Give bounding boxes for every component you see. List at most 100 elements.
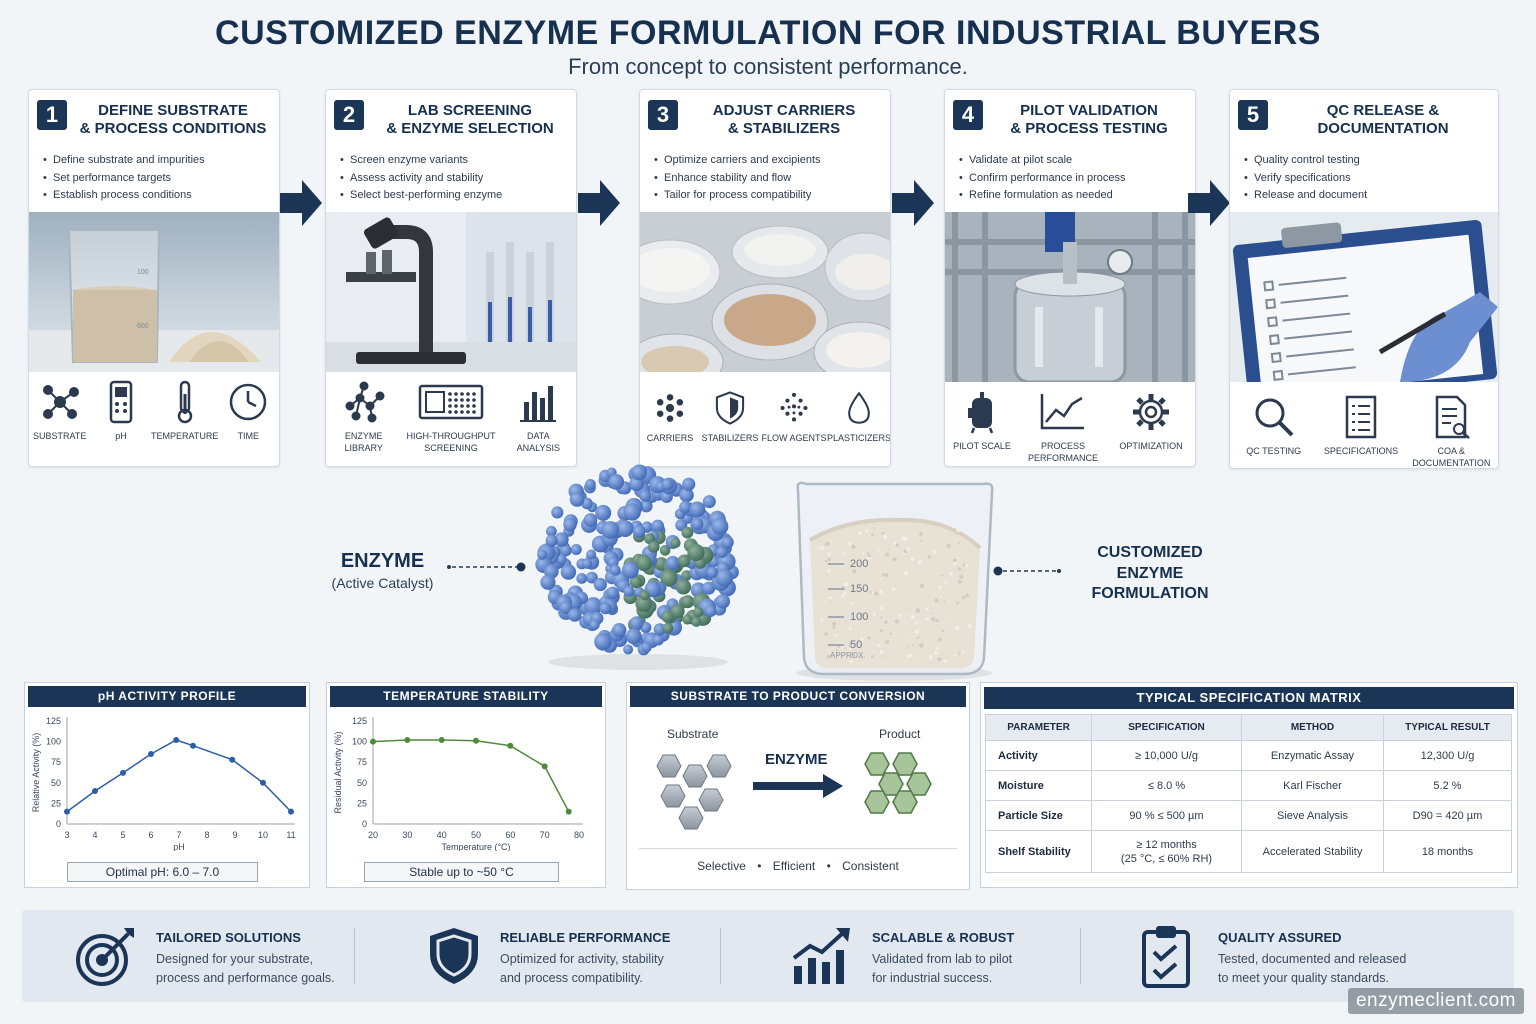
data-point: [229, 756, 236, 763]
document-icon: [1436, 395, 1471, 439]
y-tick-label: 75: [357, 757, 367, 767]
step-number: 3: [648, 100, 678, 130]
feature-quality: QUALITY ASSURED Tested, documented and r…: [1134, 910, 1434, 1002]
step-icons: CARRIERS STABILIZERS FLOW AGENTS PLASTIC…: [640, 390, 890, 466]
step-number: 2: [334, 100, 364, 130]
data-point: [92, 788, 98, 795]
y-axis-label: Relative Activity (%): [31, 733, 41, 813]
clock-icon: [230, 383, 267, 421]
icon-item: OPTIMIZATION: [1111, 390, 1191, 452]
particles-icon: [780, 392, 808, 422]
step-title-line: & PROCESS TESTING: [1010, 120, 1168, 137]
enzyme-subtitle: (Active Catalyst): [331, 575, 434, 591]
enzyme-protein-illustration: [535, 464, 739, 670]
arrow-icon: [1188, 180, 1230, 226]
formulation-line: CUSTOMIZED: [1097, 544, 1203, 561]
x-tick-label: 70: [540, 830, 550, 840]
microscope-photo: [326, 212, 576, 372]
y-tick-label: 50: [357, 778, 367, 788]
series-line: [66, 739, 292, 813]
step-bullet: Verify specifications: [1244, 170, 1492, 188]
x-axis-label: pH: [173, 842, 185, 851]
data-point: [173, 736, 180, 743]
data-point: [404, 736, 411, 743]
formulation-line: ENZYME: [1116, 564, 1184, 582]
step-bullet: Confirm performance in process: [959, 170, 1189, 188]
step-icons: SUBSTRATE pH TEMPERATURE: [29, 380, 279, 464]
panel-title: SUBSTRATE TO PRODUCT CONVERSION: [630, 686, 966, 707]
tagline-dot: •: [757, 859, 762, 873]
step-title: DEFINE SUBSTRATE & PROCESS CONDITIONS: [73, 102, 273, 138]
line-chart-icon: [1040, 394, 1084, 430]
shield-icon: [430, 928, 478, 984]
icon-label: HIGH-THROUGHPUT SCREENING: [406, 431, 496, 453]
feature-title: SCALABLE & ROBUST: [872, 930, 1015, 945]
icon-label: ENZYME LIBRARY: [344, 431, 383, 453]
icon-item: TIME: [218, 380, 279, 442]
spec-table: PARAMETER SPECIFICATION METHOD TYPICAL R…: [985, 714, 1512, 873]
feature-description: Optimized for activity, stability and pr…: [500, 950, 710, 988]
feature-line: process and performance goals.: [156, 971, 335, 985]
chart-note: Optimal pH: 6.0 – 7.0: [67, 862, 258, 882]
reactor-icon: [968, 392, 994, 434]
table-cell: 12,300 U/g: [1383, 740, 1512, 771]
conversion-divider: [639, 848, 957, 849]
tagline-item: Selective: [697, 859, 746, 873]
step-bullet: Define substrate and impurities: [43, 152, 273, 170]
step-bullet: Set performance targets: [43, 170, 273, 188]
y-tick-label: 125: [46, 716, 61, 726]
y-tick-label: 0: [362, 819, 367, 829]
y-tick-label: 0: [56, 819, 61, 829]
data-point: [370, 738, 376, 745]
icon-item: DATA ANALYSIS: [505, 380, 571, 454]
data-point: [288, 808, 294, 815]
table-row: Particle Size 90 % ≤ 500 µm Sieve Analys…: [985, 800, 1512, 831]
column-header: PARAMETER: [985, 714, 1092, 741]
table-row: Moisture ≤ 8.0 % Karl Fischer 5.2 %: [985, 770, 1512, 801]
gear-icon: [1133, 394, 1169, 430]
step-bullet: Validate at pilot scale: [959, 152, 1189, 170]
x-tick-label: 5: [120, 830, 125, 840]
x-tick-label: 30: [402, 830, 412, 840]
icon-label: PILOT SCALE: [953, 441, 1011, 451]
svg-text:100: 100: [137, 269, 149, 276]
feature-line: Tested, documented and released: [1218, 952, 1407, 966]
shield-icon: [715, 391, 745, 425]
x-tick-label: 7: [176, 830, 181, 840]
feature-tailored: TAILORED SOLUTIONS Designed for your sub…: [74, 910, 374, 1002]
table-cell: Particle Size: [985, 800, 1092, 831]
beaker-tag: APPROX.: [830, 651, 866, 660]
icon-label: OPTIMIZATION: [1119, 441, 1183, 451]
x-tick-label: 20: [368, 830, 378, 840]
step-card-4: 4 PILOT VALIDATION & PROCESS TESTING Val…: [944, 89, 1196, 467]
conversion-tagline: Selective • Efficient • Consistent: [627, 859, 969, 873]
plate-reader-icon: [418, 384, 484, 420]
feature-line: for industrial success.: [872, 971, 993, 985]
data-point: [260, 779, 266, 786]
chart-note: Stable up to ~50 °C: [364, 862, 559, 882]
icon-label: TEMPERATURE: [150, 431, 219, 441]
step-title: LAB SCREENING & ENZYME SELECTION: [370, 102, 570, 138]
series-line: [372, 739, 570, 812]
y-axis-label: Residual Activity (%): [333, 731, 343, 813]
table-header-row: PARAMETER SPECIFICATION METHOD TYPICAL R…: [985, 714, 1512, 741]
x-tick-label: 9: [232, 830, 237, 840]
step-header: 2 LAB SCREENING & ENZYME SELECTION: [326, 90, 576, 148]
icon-item: FLOW AGENTS: [761, 390, 827, 444]
step-card-3: 3 ADJUST CARRIERS & STABILIZERS Optimize…: [639, 89, 891, 467]
spec-line: (25 °C, ≤ 60% RH): [1120, 852, 1213, 865]
step-header: 4 PILOT VALIDATION & PROCESS TESTING: [945, 90, 1195, 148]
arrow-icon: [892, 180, 934, 226]
y-tick-label: 50: [51, 778, 61, 788]
table-cell: Moisture: [985, 770, 1092, 801]
step-number: 4: [953, 100, 983, 130]
formulation-connector: [993, 566, 1061, 576]
tagline-item: Consistent: [842, 859, 899, 873]
enzyme-label: ENZYME (Active Catalyst): [300, 550, 465, 591]
data-point: [148, 750, 154, 757]
feature-footer: TAILORED SOLUTIONS Designed for your sub…: [22, 910, 1514, 1002]
data-point: [473, 737, 479, 744]
conversion-arrow-icon: [753, 774, 843, 798]
product-hexagons: [864, 752, 932, 814]
